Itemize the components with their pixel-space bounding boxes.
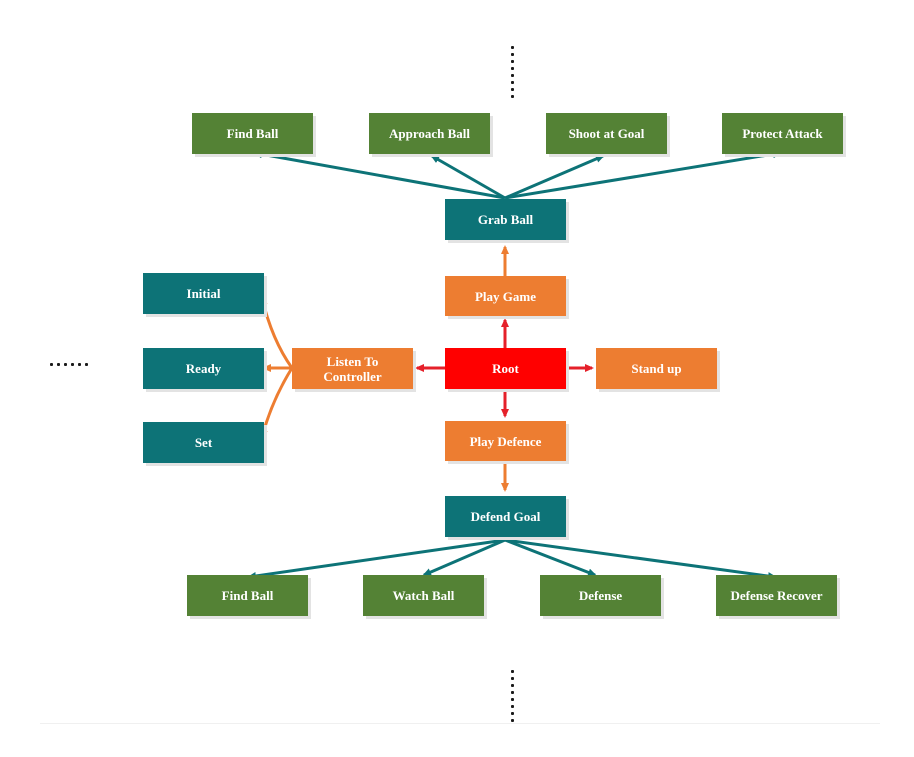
node-set: Set [143, 422, 264, 463]
node-defence-find-ball: Find Ball [187, 575, 308, 616]
edge-listen-to-initial [259, 296, 294, 369]
edge-defend-to-defense [504, 538, 597, 577]
node-listen-to-controller: Listen To Controller [292, 348, 413, 389]
node-protect-attack: Protect Attack [722, 113, 843, 154]
node-shoot-at-goal: Shoot at Goal [546, 113, 667, 154]
node-defense-recover: Defense Recover [716, 575, 837, 616]
bottom-rule [40, 723, 880, 724]
node-grab-ball: Grab Ball [445, 199, 566, 240]
ellipsis-left [48, 363, 90, 366]
edge-grab-to-protect-attack [504, 150, 782, 200]
edge-defend-to-find-ball [247, 538, 506, 580]
node-attack-find-ball: Find Ball [192, 113, 313, 154]
node-ready: Ready [143, 348, 264, 389]
node-defend-goal: Defend Goal [445, 496, 566, 537]
edge-grab-to-shoot-at-goal [504, 154, 605, 200]
node-root: Root [445, 348, 566, 389]
ellipsis-bottom [509, 668, 515, 724]
edge-listen-to-set [259, 367, 294, 439]
node-defense: Defense [540, 575, 661, 616]
node-initial: Initial [143, 273, 264, 314]
edge-defend-to-watch-ball [422, 538, 506, 577]
edge-defend-to-defense-recover [504, 538, 777, 581]
node-stand-up: Stand up [596, 348, 717, 389]
node-watch-ball: Watch Ball [363, 575, 484, 616]
edge-grab-to-find-ball [253, 150, 506, 200]
node-approach-ball: Approach Ball [369, 113, 490, 154]
node-play-game: Play Game [445, 276, 566, 316]
edge-grab-to-approach-ball [430, 154, 506, 200]
ellipsis-top [509, 44, 515, 100]
node-play-defence: Play Defence [445, 421, 566, 461]
